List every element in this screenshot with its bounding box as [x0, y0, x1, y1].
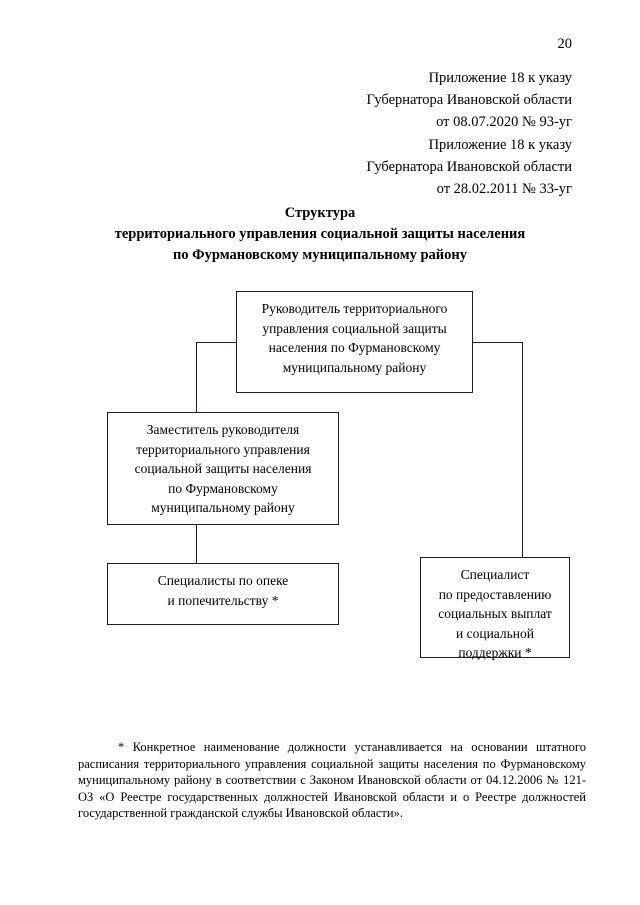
org-node-payments-text: Специалист по предоставлению социальных …	[421, 558, 569, 663]
footnote: * Конкретное наименование должности уста…	[78, 740, 586, 820]
org-node-line: по предоставлению	[438, 586, 552, 602]
connector-head-to-payments-vertical	[522, 342, 523, 558]
org-node-line: Специалисты по опеке	[157, 573, 289, 588]
page-title-line: по Фурмановскому муниципальному району	[172, 247, 468, 263]
org-node-line: территориального управления	[136, 441, 310, 457]
org-node-line: Руководитель территориального	[261, 301, 448, 316]
org-node-guardianship: Специалисты по опеке и попечительству *	[107, 563, 339, 625]
appendix-reference-line: от 08.07.2020 № 93-уг	[436, 114, 572, 130]
org-node-deputy: Заместитель руководителя территориальног…	[107, 412, 339, 525]
appendix-reference-current: Приложение 18 к указу Губернатора Иванов…	[0, 67, 572, 133]
org-node-line: муниципальному району	[151, 500, 295, 515]
page-number: 20	[557, 36, 573, 52]
page-title-line: Структура	[284, 205, 356, 221]
org-node-line: Заместитель руководителя	[146, 422, 300, 437]
appendix-reference-line: Губернатора Ивановской области	[366, 159, 572, 175]
org-node-guardianship-text: Специалисты по опеке и попечительству *	[108, 564, 338, 610]
org-node-line: социальной защиты населения	[134, 461, 312, 476]
org-node-head-text: Руководитель территориального управления…	[237, 292, 472, 377]
appendix-reference-line: Приложение 18 к указу	[428, 70, 572, 86]
org-node-line: Специалист	[460, 567, 530, 582]
org-node-line: по Фурмановскому	[168, 480, 278, 496]
connector-head-to-deputy-horizontal	[196, 342, 237, 343]
connector-head-to-deputy-vertical	[196, 342, 197, 413]
org-node-line: поддержки *	[458, 645, 532, 660]
org-node-payments: Специалист по предоставлению социальных …	[420, 557, 570, 660]
org-node-head: Руководитель территориального управления…	[236, 291, 473, 393]
org-node-line: и попечительству *	[167, 592, 279, 608]
org-node-line: населения по Фурмановскому	[268, 340, 441, 355]
connector-head-to-payments-horizontal	[472, 342, 523, 343]
appendix-reference-line: Приложение 18 к указу	[428, 137, 572, 153]
appendix-reference-line: от 28.02.2011 № 33-уг	[436, 181, 572, 197]
org-node-deputy-text: Заместитель руководителя территориальног…	[108, 413, 338, 518]
org-node-line: управления социальной защиты	[262, 320, 447, 336]
connector-deputy-to-guardianship	[196, 524, 197, 564]
org-node-line: и социальной	[456, 625, 534, 641]
org-node-line: социальных выплат	[438, 606, 552, 621]
appendix-reference-original: Приложение 18 к указу Губернатора Иванов…	[0, 134, 572, 200]
page-title-line: территориального управления социальной з…	[114, 226, 526, 242]
appendix-reference-line: Губернатора Ивановской области	[366, 92, 572, 108]
page-title: Структура территориального управления со…	[50, 203, 590, 266]
org-node-line: муниципальному району	[282, 359, 427, 375]
